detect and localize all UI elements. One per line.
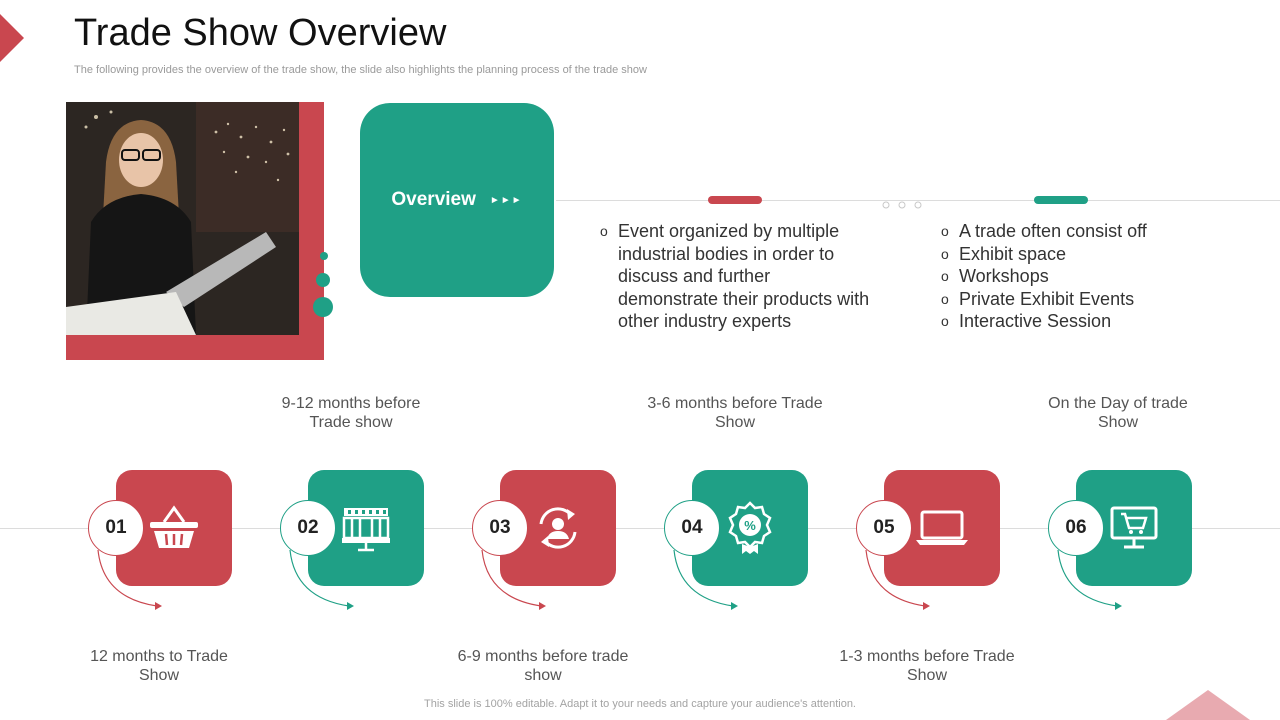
- ellipsis-dots-icon: [882, 196, 924, 214]
- overview-bullets-left: o Event organized by multiple industrial…: [600, 220, 870, 333]
- curved-arrow-icon: [97, 549, 162, 610]
- footer-note: This slide is 100% editable. Adapt it to…: [424, 698, 856, 710]
- decor-dot-large: [313, 297, 333, 317]
- step-06-label: On the Day of trade Show: [1048, 395, 1188, 431]
- page-subtitle: The following provides the overview of t…: [74, 64, 647, 76]
- curved-arrow-icon: [673, 549, 738, 610]
- curved-arrow-icon: [865, 549, 930, 610]
- overview-box[interactable]: Overview ►►►: [360, 103, 554, 297]
- overview-label: Overview: [391, 189, 476, 210]
- step-05-label: 1-3 months before Trade Show: [839, 648, 1015, 684]
- step-05-number: 05: [856, 500, 912, 556]
- step-02-number: 02: [280, 500, 336, 556]
- corner-decoration-bottom: [1166, 690, 1250, 720]
- triple-arrow-icon: ►►►: [489, 194, 523, 206]
- step-06-number: 06: [1048, 500, 1104, 556]
- booth-icon: [342, 508, 390, 552]
- bullet-item: o Event organized by multiple industrial…: [600, 221, 870, 331]
- step-04-number: 04: [664, 500, 720, 556]
- discount-badge-icon: %: [728, 501, 772, 554]
- step-04-label: 3-6 months before Trade Show: [647, 395, 823, 431]
- timeline-line: [0, 528, 1280, 529]
- red-accent-pill: [708, 196, 762, 204]
- curved-arrow-icon: [481, 549, 546, 610]
- woman-with-laptop-photo: [66, 102, 299, 335]
- step-03-number: 03: [472, 500, 528, 556]
- step-03-label: 6-9 months before trade show: [457, 648, 629, 684]
- cart-monitor-icon: [1110, 506, 1158, 549]
- overview-divider: [556, 200, 1280, 201]
- decor-dot-medium: [316, 273, 330, 287]
- svg-text:%: %: [744, 518, 756, 533]
- laptop-icon: [916, 510, 968, 545]
- step-02-label: 9-12 months before Trade show: [281, 395, 421, 431]
- curved-arrow-icon: [1057, 549, 1122, 610]
- basket-icon: [150, 505, 198, 548]
- curved-arrow-icon: [289, 549, 354, 610]
- step-01-label: 12 months to Trade Show: [90, 648, 228, 684]
- corner-decoration: [0, 14, 24, 62]
- step-01-number: 01: [88, 500, 144, 556]
- teal-accent-pill: [1034, 196, 1088, 204]
- user-cycle-icon: [539, 507, 577, 549]
- decor-dot-small: [320, 252, 328, 260]
- page-title: Trade Show Overview: [74, 12, 447, 54]
